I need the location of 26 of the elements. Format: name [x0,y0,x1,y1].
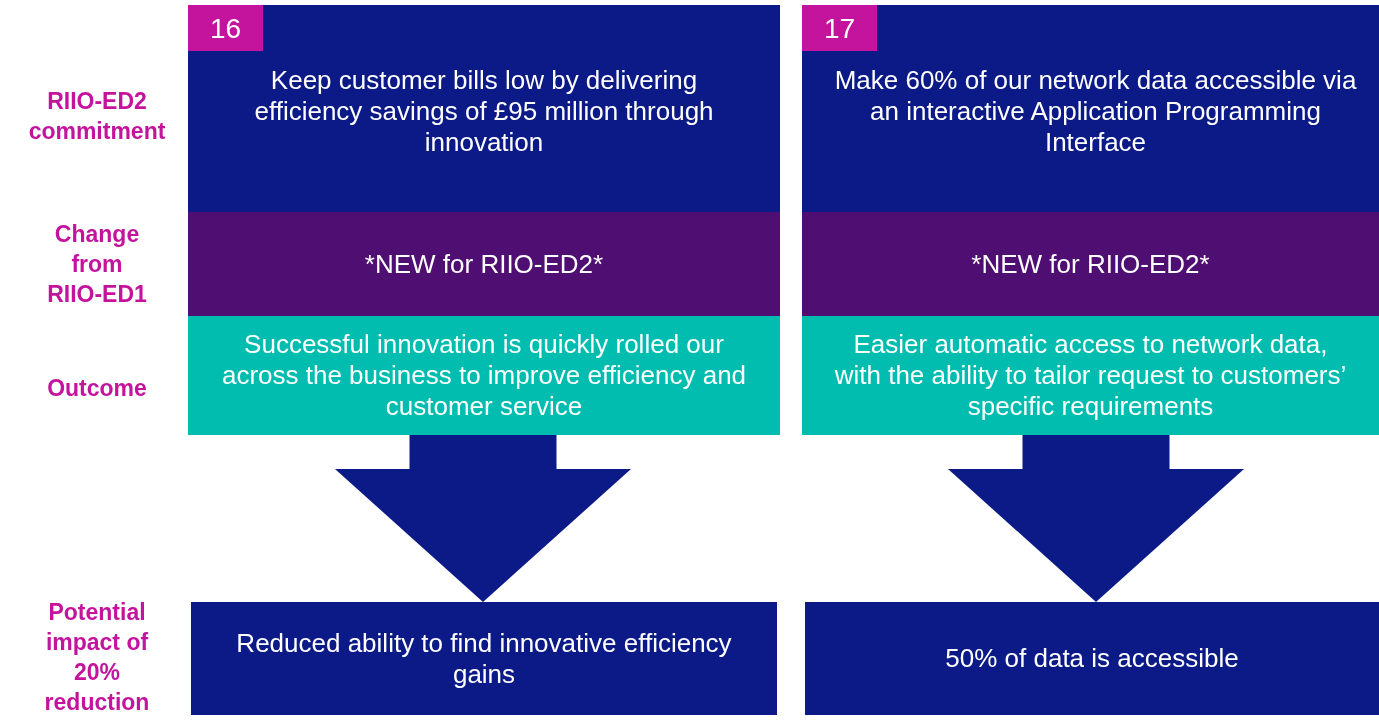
box-text: Successful innovation is quickly rolled our across the business to improve efficiency and customer service [220,329,748,422]
row-label: RIIO-ED2 commitment [27,87,167,146]
change-box [802,212,1379,316]
box-text: Keep customer bills low by delivering efficiency savings of £95 million through innovation [253,64,715,158]
impact-box [805,602,1379,715]
outcome-box [802,316,1379,435]
number-badge [802,5,877,51]
block-arrow [335,435,631,602]
box-text: Reduced ability to find innovative efficiency gains [235,627,733,690]
commitment-box [802,5,1379,212]
row-label: Outcome [46,374,148,403]
box-text: *NEW for RIIO-ED2* [364,248,604,280]
box-text: Easier automatic access to network data, with the ability to tailor request to customers’ specific requirements [833,329,1348,422]
badge-number: 16 [209,12,242,44]
box-text: *NEW for RIIO-ED2* [971,248,1210,280]
row-label: Change from RIIO-ED1 [46,220,148,309]
block-arrow [948,435,1244,602]
commitment-box [188,5,780,212]
change-box [188,212,780,316]
box-text: Make 60% of our network data accessible via an interactive Application Programming Interface [833,64,1358,158]
impact-box [191,602,777,715]
box-text: 50% of data is accessible [945,643,1239,674]
number-badge [188,5,263,51]
badge-number: 17 [823,12,856,44]
outcome-box [188,316,780,435]
row-label: Potential impact of 20% reduction [43,598,151,717]
